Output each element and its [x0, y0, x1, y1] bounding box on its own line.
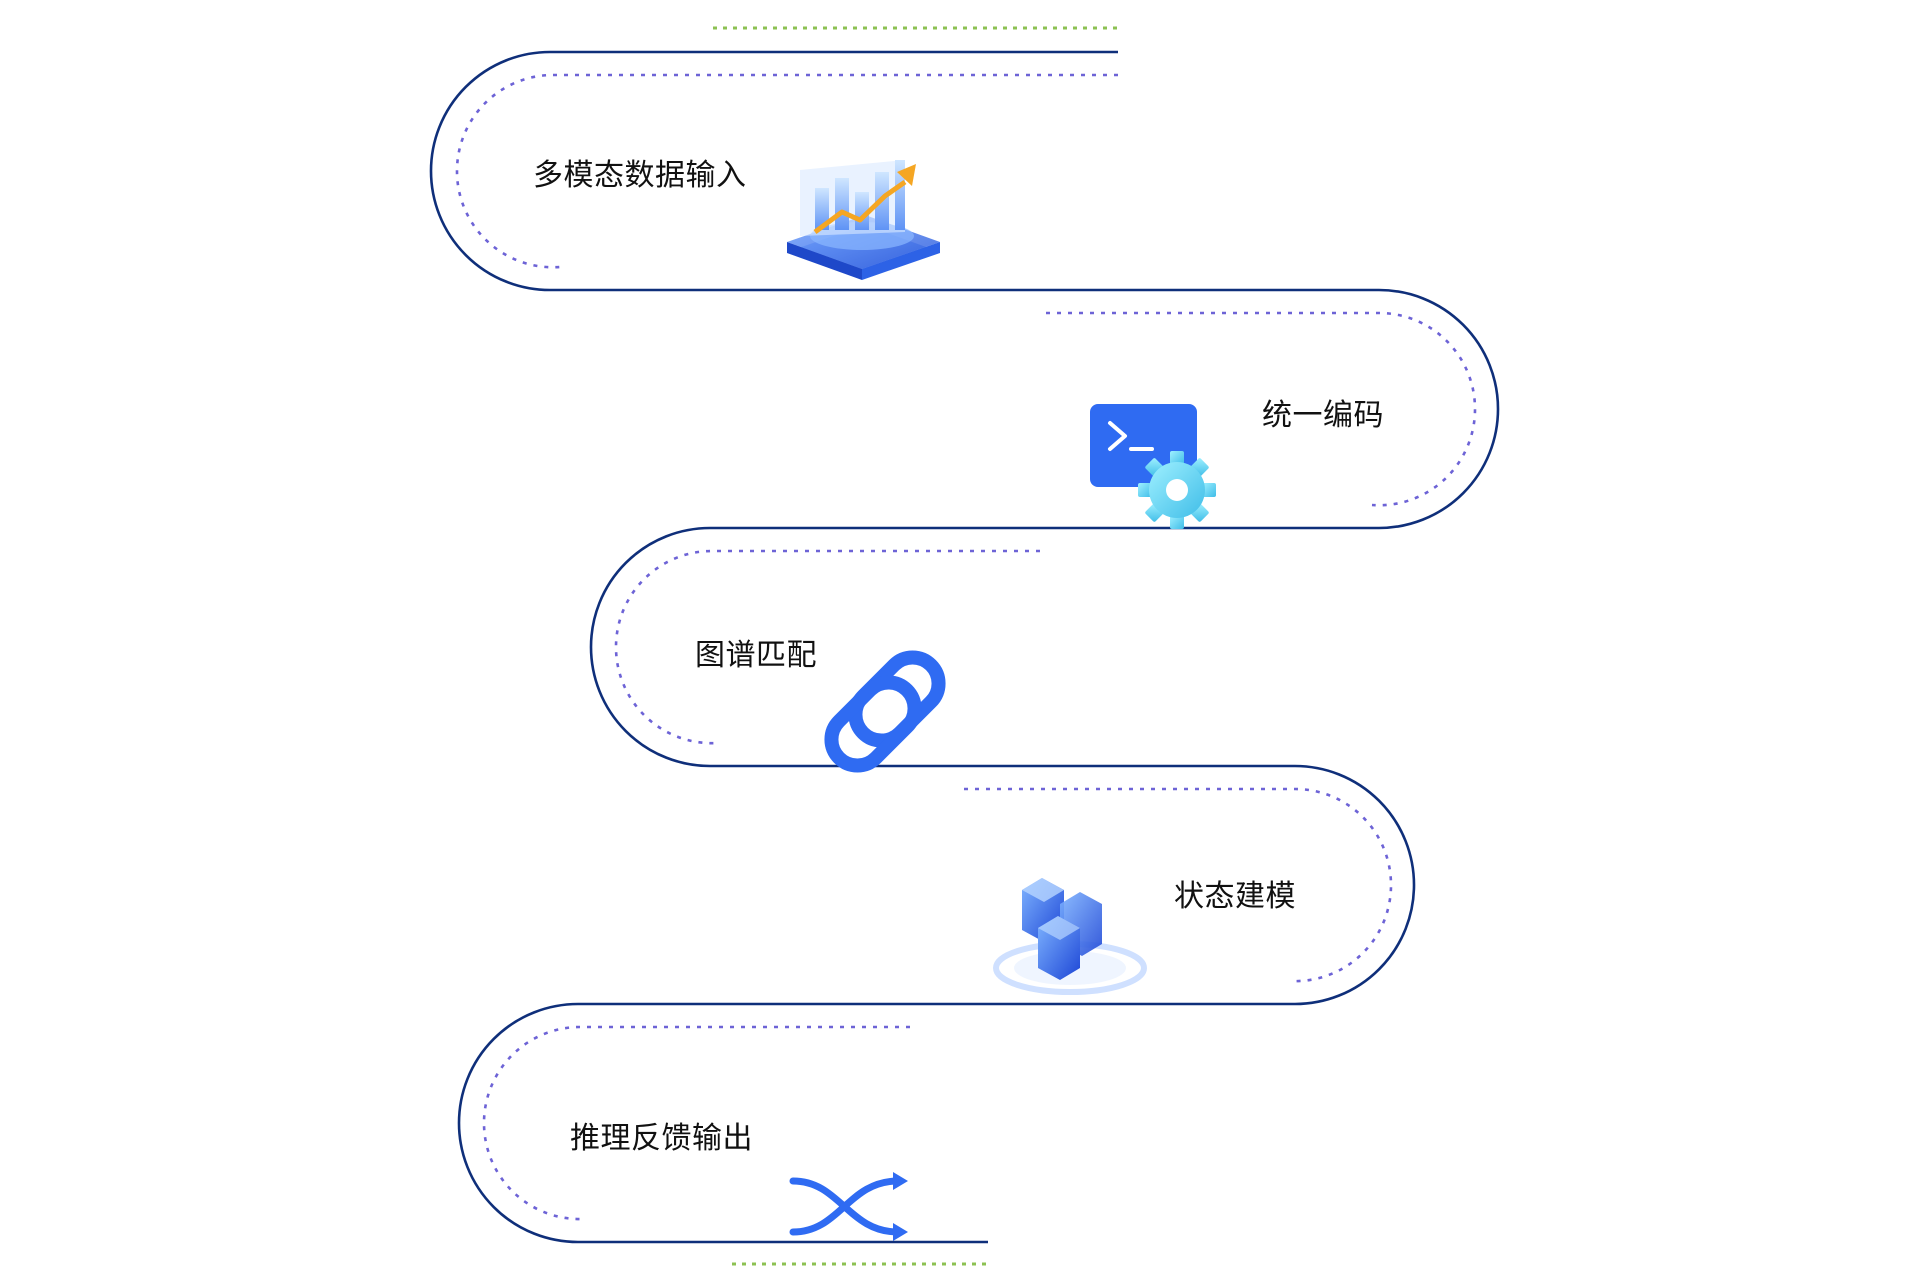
- step-label-5: 推理反馈输出: [570, 1121, 753, 1156]
- terminal-gear-icon: [1090, 404, 1216, 529]
- cube-stack-icon: [993, 878, 1147, 995]
- dotted-segment-1: [455, 73, 1118, 269]
- step-label-3: 图谱匹配: [695, 638, 817, 673]
- bar-chart-rising-icon: [787, 160, 940, 280]
- chain-link-icon: [824, 650, 946, 773]
- step-label-2: 统一编码: [1262, 398, 1384, 433]
- step-label-1: 多模态数据输入: [533, 158, 747, 193]
- flow-path-solid: [429, 50, 1500, 1244]
- shuffle-arrows-icon: [789, 1172, 908, 1241]
- dotted-segment-2: [1046, 311, 1477, 507]
- dotted-segment-5: [482, 1025, 910, 1221]
- step-label-4: 状态建模: [1174, 879, 1296, 914]
- dotted-segment-3: [614, 549, 1040, 745]
